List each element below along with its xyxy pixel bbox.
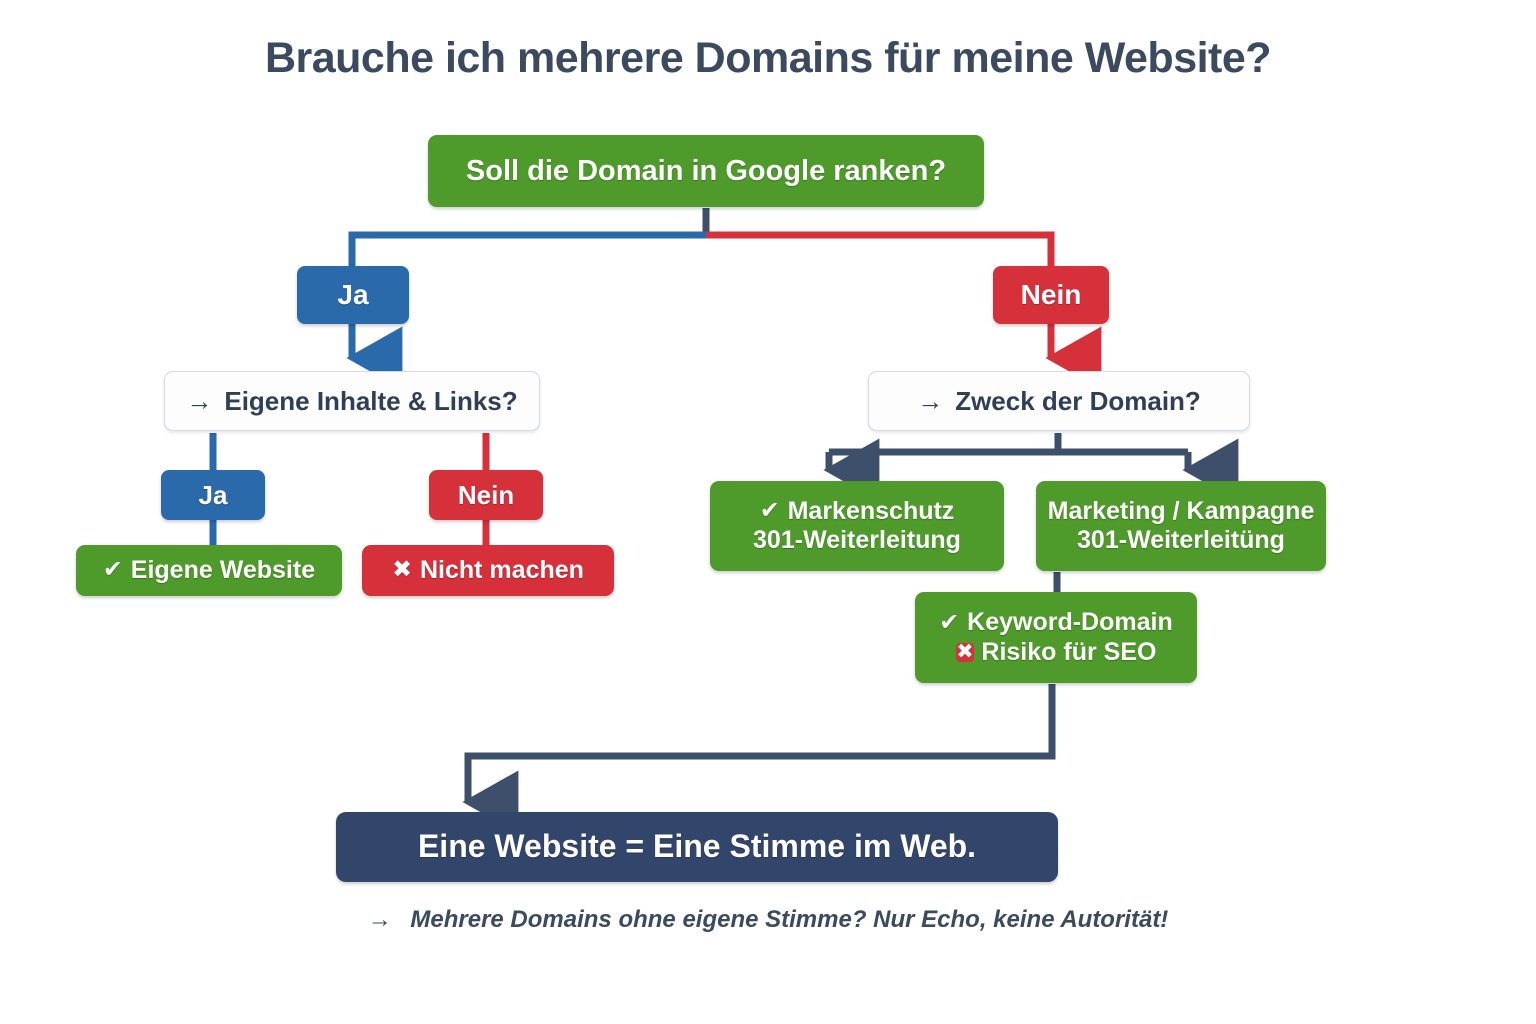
result-markenschutz-line1: Markenschutz <box>787 496 955 525</box>
result-keyword-line1: Keyword-Domain <box>967 608 1173 636</box>
branch-badge-no-left[interactable]: Nein <box>429 470 543 520</box>
branch-badge-yes-left-label: Ja <box>198 479 228 510</box>
question-box-zweck-der-domain[interactable]: → Zweck der Domain? <box>868 371 1250 431</box>
result-keyword-line2: Risiko für SEO <box>981 637 1157 666</box>
result-nicht-machen-label: Nicht machen <box>419 555 584 584</box>
cross-icon: ✖ <box>955 639 975 663</box>
branch-badge-no-top-label: Nein <box>1020 279 1082 311</box>
right-arrow-icon: → <box>917 385 944 416</box>
result-box-markenschutz[interactable]: ✔ Markenschutz 301-Weiterleitung <box>710 481 1004 571</box>
conclusion-label: Eine Website = Eine Stimme im Web. <box>417 828 977 865</box>
footer-caption-label: Mehrere Domains ohne eigene Stimme? Nur … <box>410 906 1169 933</box>
result-box-marketing-kampagne[interactable]: Marketing / Kampagne 301-Weiterleitüng <box>1036 481 1326 571</box>
right-arrow-icon: → <box>367 906 392 933</box>
result-marketing-line1: Marketing / Kampagne <box>1047 496 1315 525</box>
conclusion-bar[interactable]: Eine Website = Eine Stimme im Web. <box>336 812 1058 882</box>
check-icon: ✔ <box>939 608 960 636</box>
result-markenschutz-line2: 301-Weiterleitung <box>753 526 961 554</box>
branch-badge-no-left-label: Nein <box>457 479 515 510</box>
root-question-box[interactable]: Soll die Domain in Google ranken? <box>428 135 984 207</box>
branch-badge-yes-top[interactable]: Ja <box>297 266 409 324</box>
result-marketing-line2: 301-Weiterleitüng <box>1077 526 1285 554</box>
footer-caption: → Mehrere Domains ohne eigene Stimme? Nu… <box>0 906 1536 934</box>
check-icon: ✔ <box>759 497 780 525</box>
right-arrow-icon: → <box>186 385 213 416</box>
question-right-label: Zweck der Domain? <box>955 385 1201 416</box>
branch-badge-no-top[interactable]: Nein <box>993 266 1109 324</box>
result-box-keyword-domain[interactable]: ✔ Keyword-Domain ✖ Risiko für SEO <box>915 592 1197 683</box>
branch-badge-yes-left[interactable]: Ja <box>161 470 265 520</box>
page-title: Brauche ich mehrere Domains für meine We… <box>264 34 1272 82</box>
question-left-label: Eigene Inhalte & Links? <box>224 385 518 416</box>
question-box-eigene-inhalte[interactable]: → Eigene Inhalte & Links? <box>164 371 540 431</box>
root-question-label: Soll die Domain in Google ranken? <box>465 154 947 187</box>
cross-icon: ✖ <box>392 556 412 584</box>
result-eigene-website-label: Eigene Website <box>130 555 316 584</box>
result-box-nicht-machen[interactable]: ✖ Nicht machen <box>362 545 614 596</box>
result-box-eigene-website[interactable]: ✔ Eigene Website <box>76 545 342 596</box>
check-icon: ✔ <box>102 556 123 584</box>
branch-badge-yes-top-label: Ja <box>337 279 369 311</box>
